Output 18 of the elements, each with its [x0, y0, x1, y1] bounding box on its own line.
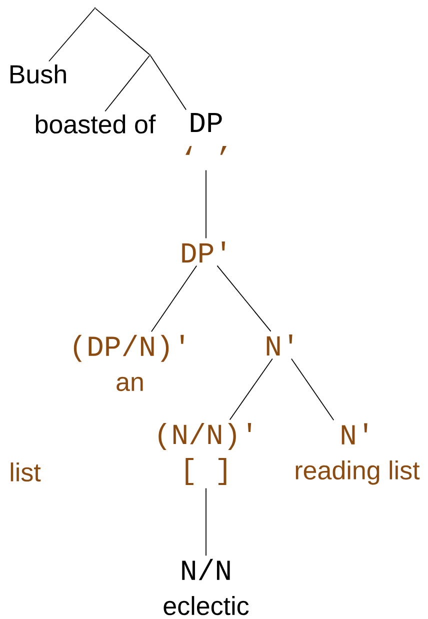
tree-node-label: (DP/N)′ an — [74, 334, 184, 392]
tree-branch — [95, 8, 150, 55]
tree-branch — [229, 358, 273, 420]
tree-node-label: (N/N)′ [ ] — [158, 422, 252, 486]
tree-branch — [150, 55, 187, 110]
tree-node-label: DP ‘ ’ — [186, 112, 226, 155]
tree-branch — [104, 55, 150, 112]
tree-node-label: N′ reading list — [296, 423, 420, 485]
tree-branch — [48, 8, 95, 62]
tree-node-label: N′ — [266, 334, 292, 356]
tree-node-label: DP′ — [182, 242, 225, 263]
word-label: list — [10, 462, 41, 482]
tree-branch — [216, 265, 272, 332]
tree-node-label: N/N eclectic — [164, 558, 249, 616]
tree-branch — [150, 265, 198, 332]
tree-node-label: boasted of — [36, 114, 156, 134]
tree-node-label: Bush — [10, 64, 66, 84]
tree-branch — [290, 358, 334, 421]
